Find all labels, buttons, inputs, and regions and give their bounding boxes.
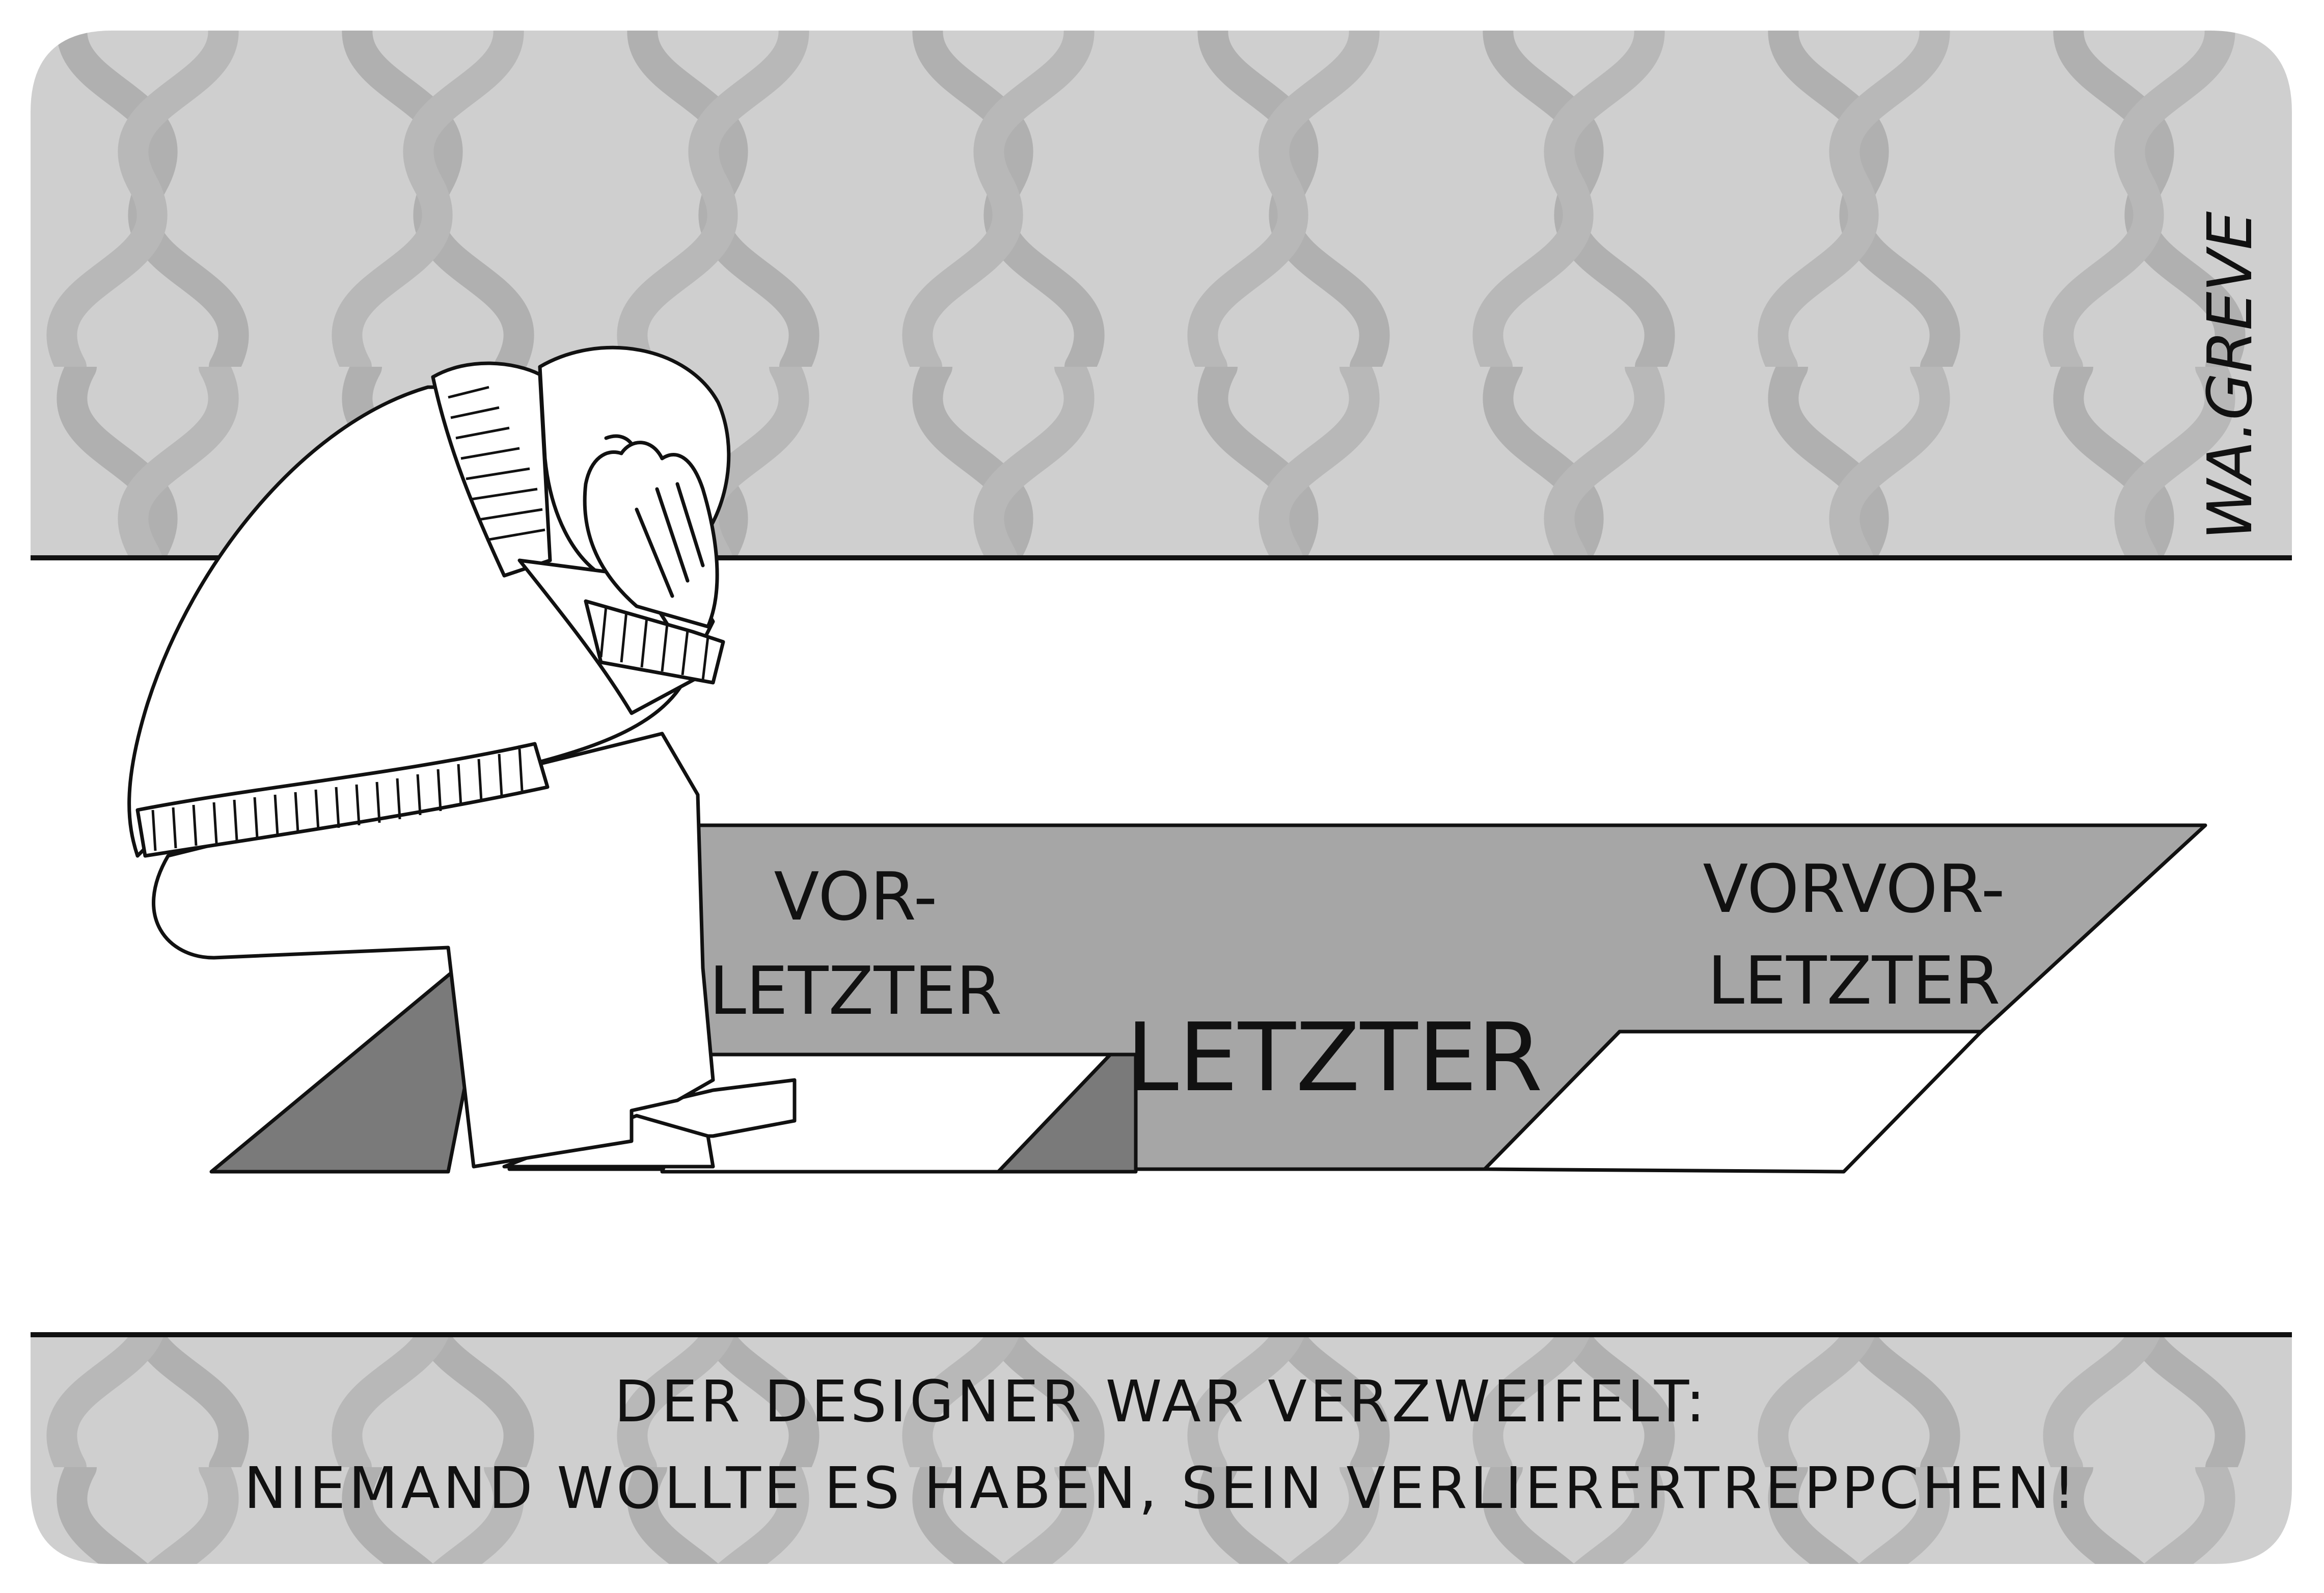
step-label-vor: VOR-	[774, 858, 938, 935]
designer-waistband	[135, 742, 550, 858]
step-label-vor-letzter: LETZTER	[709, 952, 1002, 1030]
caption-line-1: DER DESIGNER WAR VERZWEIFELT:	[614, 1369, 1708, 1435]
step-face-right	[1483, 1030, 1983, 1174]
designer-trousers	[152, 732, 715, 1169]
designer-cuff	[584, 599, 725, 685]
designer-figure	[127, 345, 797, 1169]
designer-finger-lines	[635, 482, 705, 598]
step-label-letzter: LETZTER	[1126, 1003, 1543, 1113]
step-label-vorvor: VORVOR-	[1703, 850, 2005, 928]
designer-hands	[583, 441, 719, 629]
sweater-ribbing-stripes	[151, 386, 709, 851]
wallpaper-bottom	[31, 1335, 2292, 1564]
step-label-vorvor-letzter: LETZTER	[1708, 942, 2001, 1019]
caption-line-2: NIEMAND WOLLTE ES HABEN, SEIN VERLIERERT…	[244, 1455, 2079, 1522]
artist-signature: WA.GREVE	[2195, 211, 2266, 540]
